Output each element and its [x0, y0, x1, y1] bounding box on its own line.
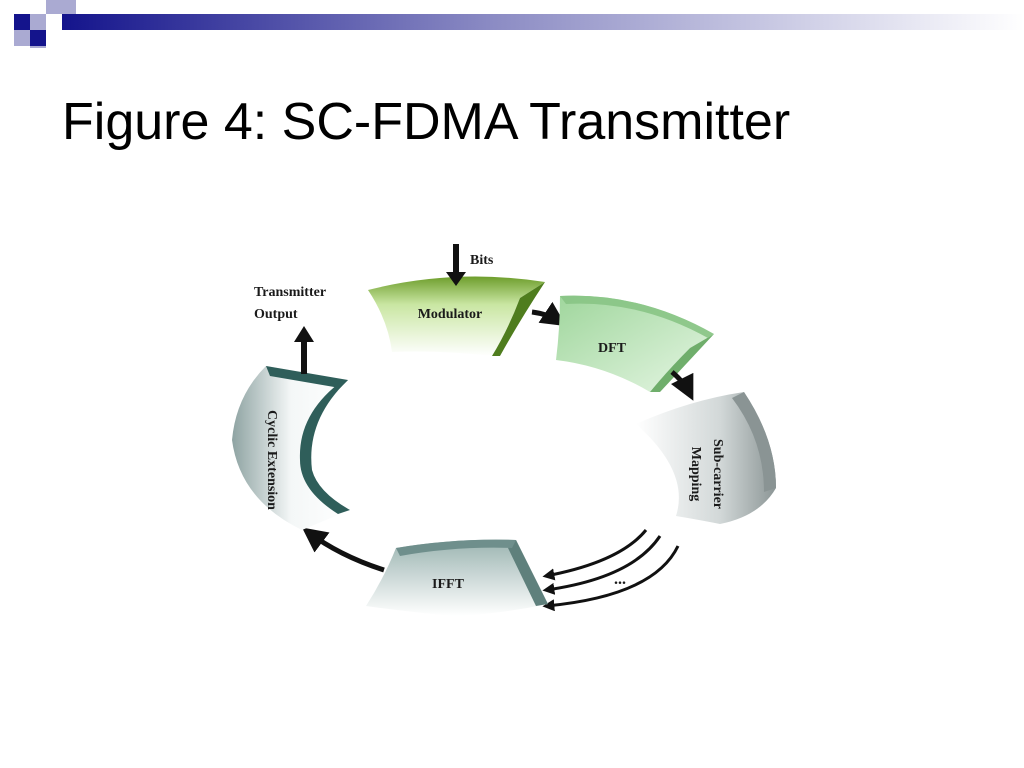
header-square [30, 46, 46, 48]
modulator-label: Modulator [418, 307, 483, 322]
transmitter-output-arrow [294, 326, 314, 374]
modulator-to-dft-arrow [531, 301, 567, 327]
dft-label: DFT [598, 341, 627, 356]
bits-input-arrow [446, 244, 466, 286]
subcarrier-to-ifft-arrows [542, 529, 680, 612]
parallel-arrow [542, 545, 680, 612]
header-square [62, 0, 76, 14]
subcarrier-mapping-block: Sub-carrier Mapping [636, 392, 776, 524]
header-square [14, 14, 30, 30]
modulator-block: Modulator [368, 276, 545, 356]
ifft-to-cyclic-arrow [301, 527, 385, 573]
header-gradient-bar [62, 14, 1024, 30]
header-square [46, 0, 62, 14]
bits-label: Bits [470, 253, 494, 268]
dft-block: DFT [556, 295, 714, 392]
cyclic-extension-label: Cyclic Extension [264, 410, 279, 510]
parallel-arrow [542, 529, 648, 581]
parallel-arrow [542, 535, 662, 595]
header-square [46, 14, 62, 30]
subcarrier-label-line1: Sub-carrier [710, 439, 725, 509]
header-square [14, 30, 30, 46]
cyclic-extension-block: Cyclic Extension [232, 366, 350, 530]
dft-to-subcarrier-arrow [670, 370, 694, 401]
ifft-label: IFFT [432, 577, 465, 592]
output-label-line1: Transmitter [254, 285, 326, 300]
header-square [30, 14, 46, 30]
slide-title: Figure 4: SC-FDMA Transmitter [62, 93, 791, 151]
header-decoration [14, 0, 1024, 48]
ellipsis-label: ... [614, 571, 626, 588]
subcarrier-label-line2: Mapping [688, 447, 703, 501]
output-label-line2: Output [254, 307, 298, 322]
header-square [30, 30, 46, 46]
ifft-block: IFFT [366, 539, 548, 616]
